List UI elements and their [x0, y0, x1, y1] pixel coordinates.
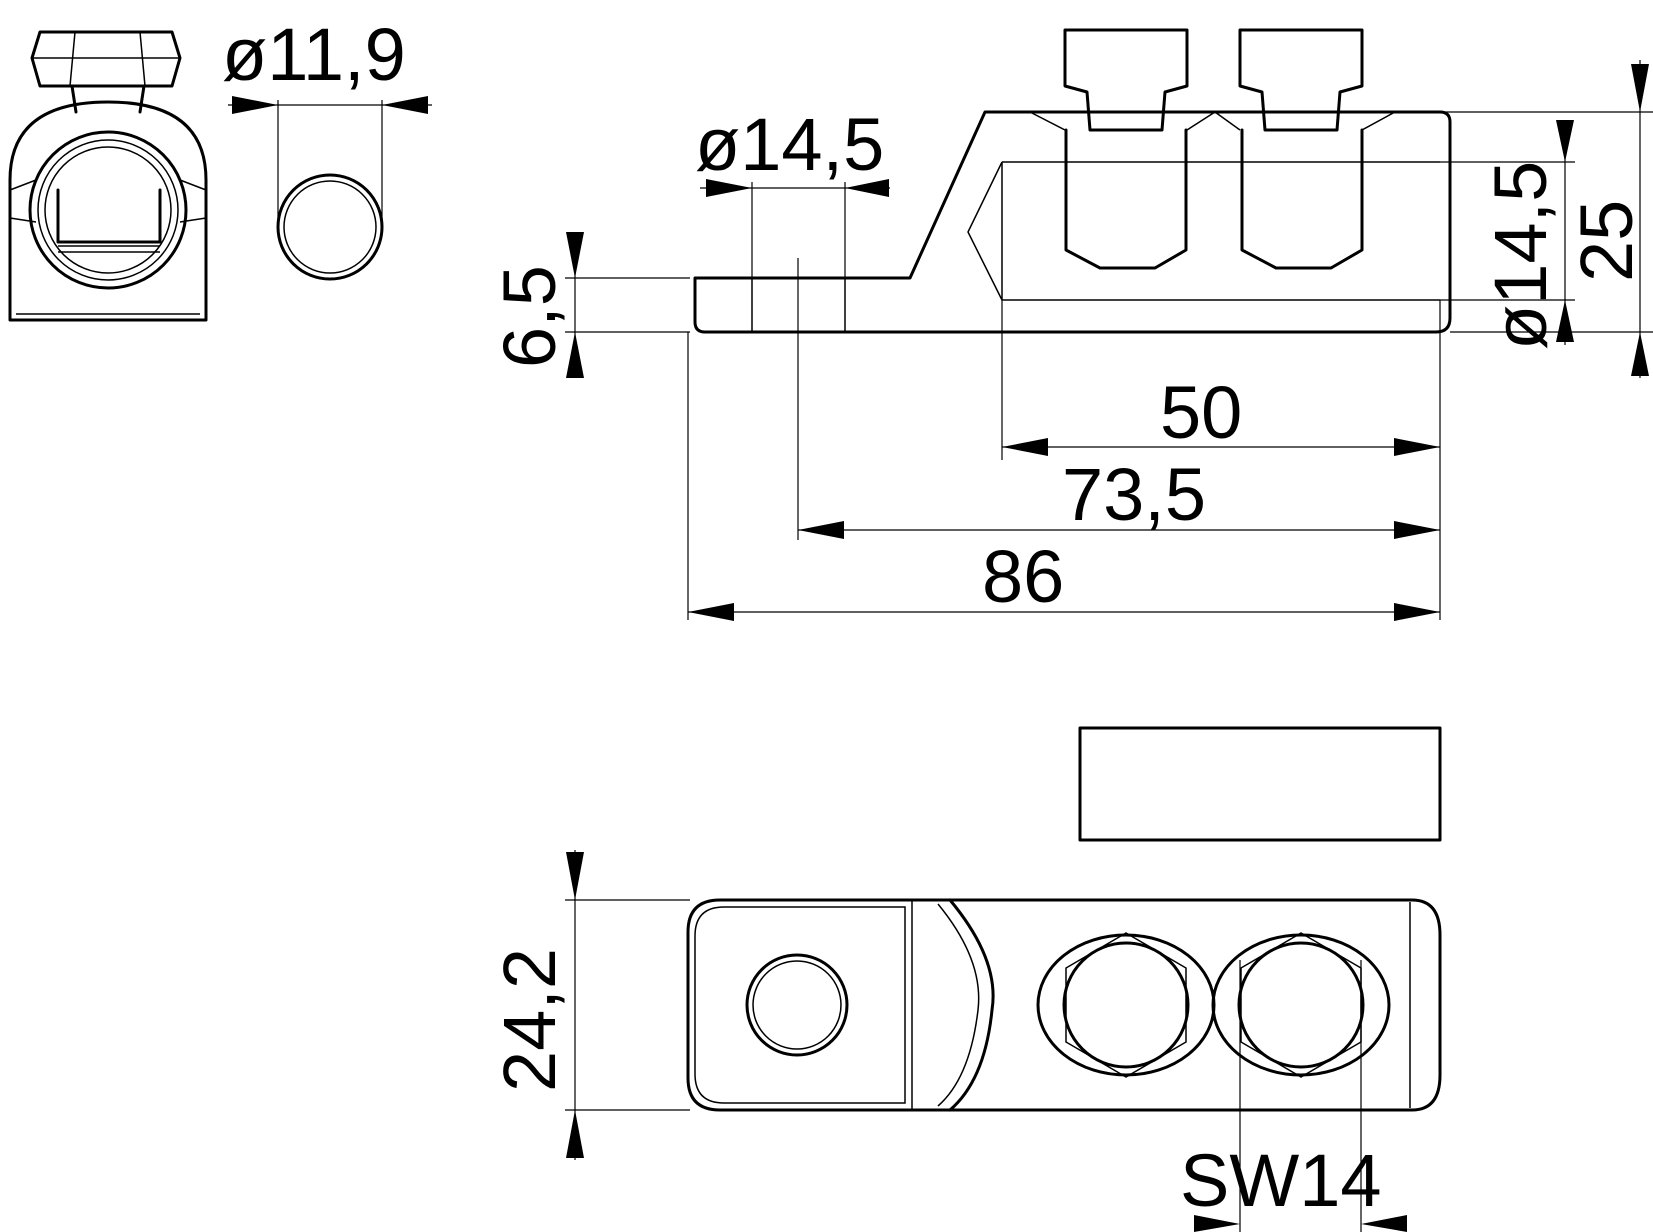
- barrel-bore-label: ø14,5: [1479, 161, 1562, 350]
- wrench-size-label: SW14: [1180, 1139, 1382, 1222]
- hole-diameter-dim: ø14,5: [695, 103, 890, 360]
- barrel-height-label: 25: [1565, 200, 1648, 282]
- hex-diameter-label: ø11,9: [222, 13, 406, 96]
- hole-to-end-label: 73,5: [1062, 453, 1206, 536]
- barrel-length-label: 50: [1160, 371, 1242, 454]
- tab-thickness-dim: 6,5: [488, 232, 690, 378]
- width-label: 24,2: [488, 948, 571, 1092]
- tab-thickness-label: 6,5: [488, 265, 571, 368]
- end-view: [8, 30, 208, 322]
- top-view: [686, 898, 1442, 1112]
- wrench-size-dim: SW14: [1180, 960, 1407, 1232]
- hole-diameter-label: ø14,5: [695, 103, 884, 186]
- length-dims: 50 73,5 86: [687, 300, 1441, 621]
- hex-diameter-view: ø11,9: [222, 13, 432, 281]
- side-view: [693, 28, 1452, 334]
- width-dim: 24,2: [488, 850, 690, 1160]
- barrel-dims: ø14,5 25: [1440, 60, 1653, 378]
- end-block-view: [1078, 726, 1442, 842]
- overall-length-label: 86: [982, 535, 1064, 618]
